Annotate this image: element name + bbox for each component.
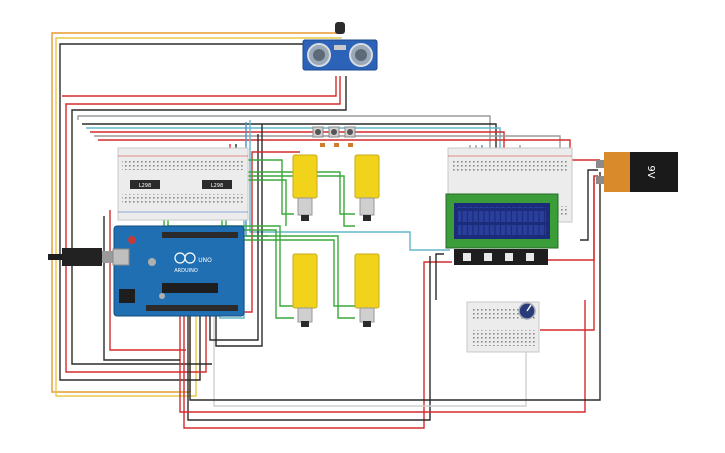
wire-red-sensor2	[62, 76, 337, 97]
wire-grey-bottom	[213, 305, 527, 407]
wire-cyan-lcd	[249, 120, 450, 251]
arduino-uno[interactable]: ARDUINO UNO	[112, 225, 245, 317]
arduino-logo	[174, 252, 196, 264]
wire-green-m7	[221, 200, 355, 319]
arduino-brand-label: ARDUINO	[174, 268, 198, 274]
wire-black-ard3	[209, 134, 259, 341]
wire-red-bottom-loop2	[179, 300, 586, 413]
push-buttons[interactable]	[312, 126, 356, 147]
wire-black-bottom2	[189, 172, 601, 401]
driver-right-label: L298	[211, 183, 223, 189]
wire-battery-black	[580, 169, 598, 241]
wire-black-ard2	[215, 124, 263, 347]
wire-red-bottom	[540, 176, 595, 331]
temperature-sensor[interactable]	[335, 22, 345, 34]
driver-left-label: L298	[139, 183, 151, 189]
wire-red-bottom-loop	[183, 261, 452, 429]
battery-9v[interactable]: 9V	[596, 152, 678, 192]
potentiometer[interactable]	[518, 302, 536, 320]
usb-cable[interactable]	[48, 248, 114, 266]
wires	[51, 32, 601, 429]
arduino-model-label: UNO	[198, 257, 212, 264]
motor-driver-right[interactable]: L298	[202, 180, 232, 189]
wire-black-bottom-loop	[187, 256, 431, 421]
wire-green-m3	[212, 171, 355, 215]
wire-black-ard1	[103, 216, 180, 361]
wire-black-sensor	[71, 76, 347, 365]
dc-motor-4[interactable]	[354, 253, 380, 327]
breadboard-left-holes	[122, 160, 244, 204]
wire-green-m4	[216, 175, 355, 227]
wire-black-top	[59, 43, 334, 381]
ultrasonic-sensor[interactable]	[302, 39, 378, 71]
dc-motor-1[interactable]	[292, 154, 318, 221]
neopixel-strip[interactable]	[454, 249, 548, 265]
wire-black-np	[435, 253, 444, 300]
dc-motor-3[interactable]	[292, 253, 318, 327]
battery-label: 9V	[645, 165, 656, 178]
dc-motor-2[interactable]	[354, 154, 380, 221]
lcd-16x2[interactable]	[445, 193, 559, 249]
motor-driver-left[interactable]: L298	[130, 180, 160, 189]
wire-red-sensor	[65, 76, 341, 373]
